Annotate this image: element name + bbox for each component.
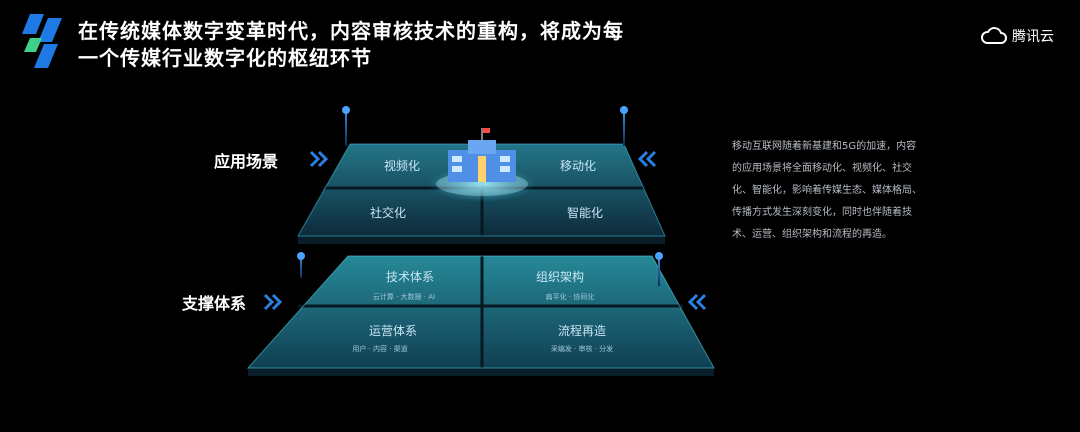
support-platform [246,255,715,376]
building-icon [428,128,536,202]
pin-stem [655,252,663,286]
quadrant-label: 视频化 [383,159,421,173]
quadrant-sublabel: 用户 · 内容 · 渠道 [352,345,408,353]
quadrant-label: 社交化 [369,206,407,220]
quadrant-label: 智能化 [566,206,604,220]
quadrant-label: 技术体系 [385,270,435,284]
quadrant-label: 移动化 [559,159,597,173]
chevron-left-icon [686,293,708,311]
page-title: 在传统媒体数字变革时代，内容审核技术的重构，将成为每 一个传媒行业数字化的枢纽环… [78,18,624,72]
quadrant-sublabel: 扁平化 · 协同化 [545,293,595,301]
quadrant-label: 组织架构 [535,270,585,284]
chevron-right-icon [262,293,284,311]
description-text: 移动互联网随着新基建和5G的加速，内容的应用场景将全面移动化、视频化、社交化、智… [732,141,922,240]
title-line-1: 在传统媒体数字变革时代，内容审核技术的重构，将成为每 [78,19,624,43]
logo-mark-icon [22,14,62,68]
title-line-2: 一个传媒行业数字化的枢纽环节 [78,46,372,70]
quadrant-label: 流程再造 [557,324,607,338]
layer-label-application: 应用场景 [214,152,279,171]
quadrant-sublabel: 云计算 · 大数据 · AI [372,293,436,301]
pin-stem [620,106,628,146]
chevron-right-icon [308,150,330,168]
brand-name: 腾讯云 [1012,29,1054,45]
quadrant-label: 运营体系 [368,324,418,338]
cloud-icon [981,27,1007,44]
layer-label-support: 支撑体系 [182,294,247,313]
chevron-left-icon [636,150,658,168]
quadrant-sublabel: 采编发 · 审核 · 分发 [550,345,614,353]
pin-stem [297,252,305,278]
pin-stem [342,106,350,146]
brand-logo: 腾讯云 [980,26,1054,46]
